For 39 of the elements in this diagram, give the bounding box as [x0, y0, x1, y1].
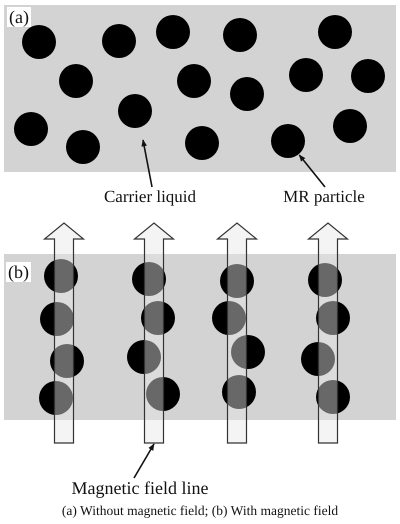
callout-label: Carrier liquid	[95, 187, 205, 208]
field-line-arrow	[132, 222, 176, 444]
callout-label: Magnetic field line	[55, 478, 225, 500]
particle-circle	[333, 109, 367, 143]
particle-circle	[351, 59, 385, 93]
particle-circle	[59, 64, 93, 98]
particle-circle	[177, 64, 211, 98]
particle-circle	[289, 58, 323, 92]
particle-circle	[222, 375, 256, 409]
particle-circle	[223, 18, 257, 52]
callout-label: MR particle	[268, 187, 380, 208]
particle-circle	[102, 24, 136, 58]
particle-circle	[14, 112, 48, 146]
particle-circle	[230, 77, 264, 111]
particle-circle	[22, 25, 56, 59]
panel-label: (a)	[7, 7, 31, 27]
panel-label: (b)	[6, 262, 31, 282]
particle-circle	[308, 263, 342, 297]
leader-line	[298, 154, 326, 188]
leader-line	[133, 443, 155, 478]
particle-circle	[156, 15, 190, 49]
leader-line	[141, 139, 153, 188]
particle-circle	[132, 262, 166, 296]
particle-circle	[44, 259, 78, 293]
particle-circle	[220, 264, 254, 298]
particle-circle	[271, 124, 305, 158]
particle-circle	[50, 344, 84, 378]
field-line-arrow	[42, 222, 86, 444]
particle-circle	[118, 94, 152, 128]
panel-background	[4, 5, 396, 172]
particle-circle	[316, 380, 350, 414]
particle-circle	[318, 15, 352, 49]
particle-circle	[141, 301, 175, 335]
figure-caption: (a) Without magnetic field; (b) With magnetic field	[62, 503, 338, 518]
particle-circle	[185, 126, 219, 160]
particle-circle	[316, 301, 350, 335]
field-line-arrow	[306, 222, 350, 444]
particle-circle	[66, 130, 100, 164]
field-line-arrow	[216, 222, 258, 444]
